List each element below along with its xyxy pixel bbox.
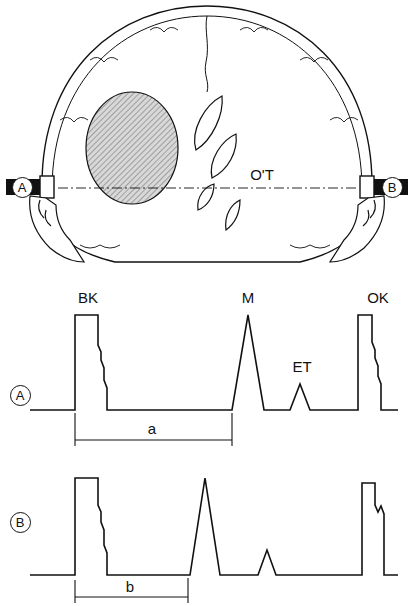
letter-label: A (16, 389, 25, 402)
echo-label: OK (367, 290, 389, 305)
axis-line (58, 188, 358, 189)
trace-label: A (10, 385, 31, 406)
letter-label: B (16, 516, 25, 529)
hand (30, 196, 385, 262)
letter-label: A (18, 181, 27, 194)
probe (6, 176, 408, 198)
distance-label: b (126, 579, 134, 594)
head-outline (42, 6, 372, 262)
trace-label: B (10, 512, 31, 533)
probe-label: B (382, 177, 403, 198)
distance-bracket (75, 413, 232, 603)
shifted-ventricles (195, 96, 240, 230)
echo-label: BK (78, 290, 98, 305)
distance-label: a (148, 421, 156, 436)
region-label: O'T (250, 167, 274, 182)
echo-label: M (242, 290, 255, 305)
tumor (86, 92, 178, 204)
echo-trace (30, 315, 398, 575)
echo-label: ET (292, 359, 311, 374)
letter-label: B (388, 181, 397, 194)
probe-label: A (12, 177, 33, 198)
